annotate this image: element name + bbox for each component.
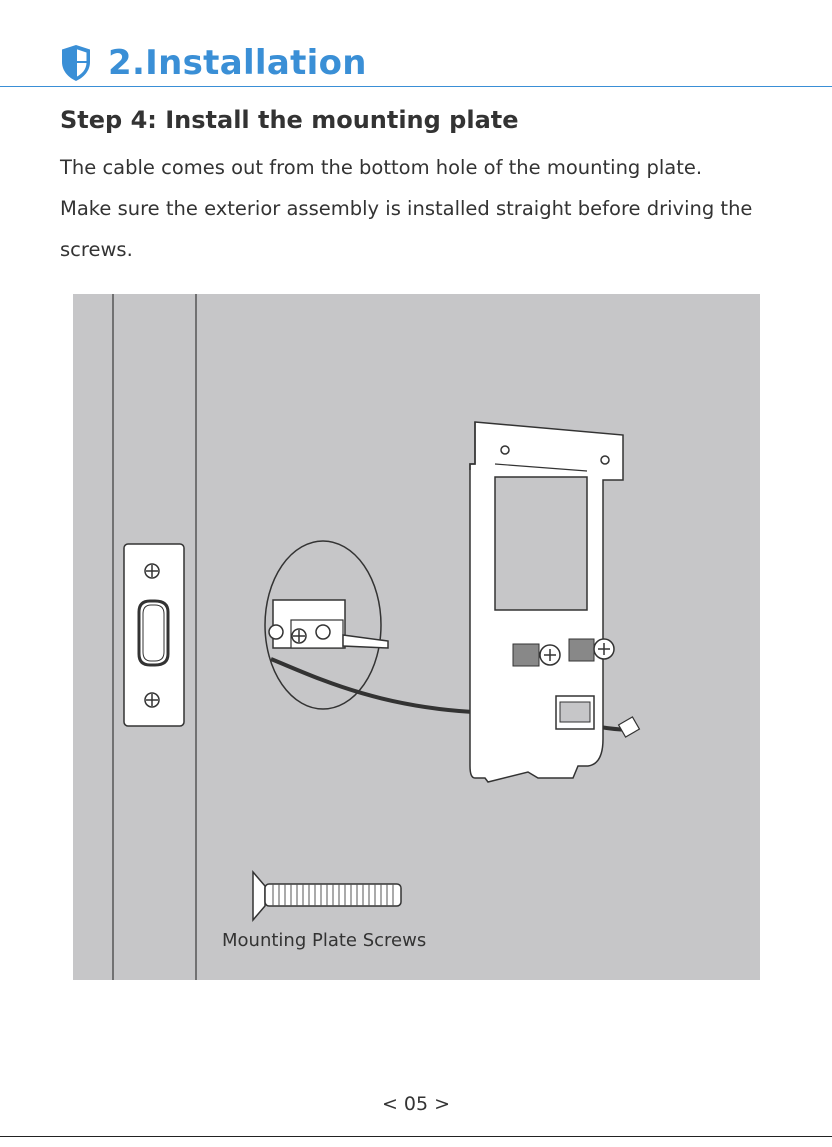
mounting-plate-screw bbox=[253, 872, 401, 920]
step-instructions: The cable comes out from the bottom hole… bbox=[60, 147, 800, 270]
step-title: Step 4: Install the mounting plate bbox=[60, 106, 519, 134]
header-divider bbox=[0, 86, 832, 87]
latch-detail-circle bbox=[265, 541, 388, 709]
strike-plate bbox=[124, 544, 184, 726]
section-header: 2.Installation bbox=[60, 40, 367, 86]
illustration-drawing bbox=[73, 294, 760, 980]
shield-icon bbox=[60, 44, 92, 82]
instruction-paragraph: Make sure the exterior assembly is insta… bbox=[60, 188, 800, 270]
section-title: 2.Installation bbox=[108, 43, 367, 83]
figure-caption: Mounting Plate Screws bbox=[222, 930, 426, 951]
installation-illustration: Mounting Plate Screws bbox=[73, 294, 760, 980]
instruction-paragraph: The cable comes out from the bottom hole… bbox=[60, 147, 800, 188]
page-number: < 05 > bbox=[0, 1093, 832, 1115]
footer-divider bbox=[0, 1136, 832, 1137]
